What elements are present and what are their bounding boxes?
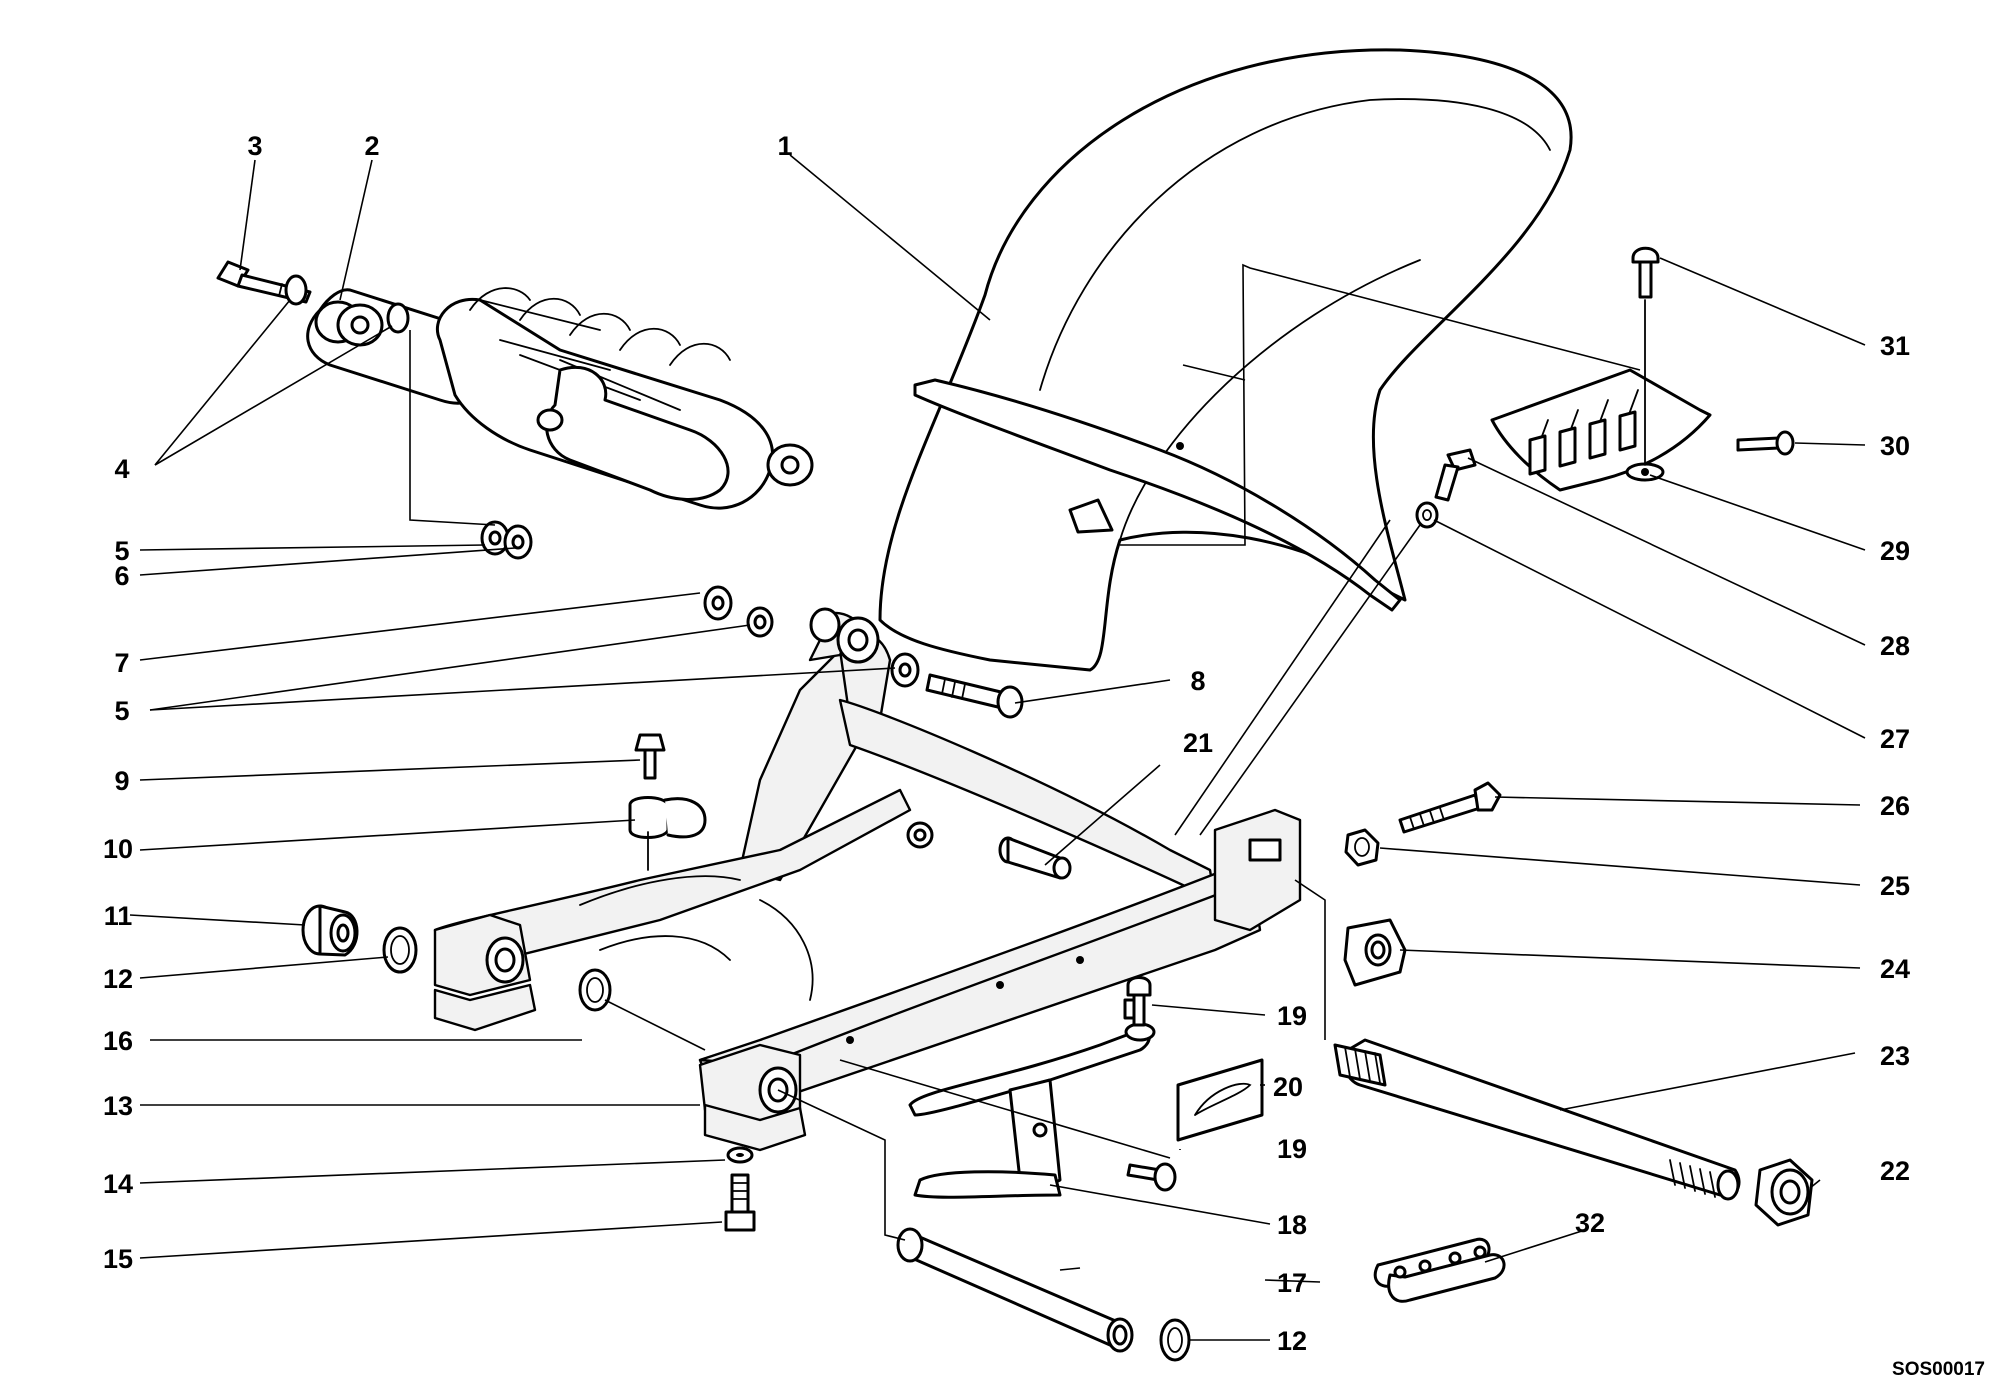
fender-mount-pin xyxy=(998,836,1072,880)
callout-16: 16 xyxy=(103,1026,133,1056)
leader-lines xyxy=(129,154,1866,1341)
circlip-12b-inner xyxy=(1167,1327,1183,1353)
callout-4: 4 xyxy=(114,454,129,484)
callout-13: 13 xyxy=(103,1091,133,1121)
pivot-bushing xyxy=(301,904,359,957)
callout-15: 15 xyxy=(103,1244,133,1274)
callout-24: 24 xyxy=(1880,954,1910,984)
warning-label-plate xyxy=(1176,1058,1264,1142)
clamp-bolt xyxy=(724,1173,756,1232)
chain-master-link xyxy=(1373,1237,1506,1303)
callout-11: 11 xyxy=(104,901,133,931)
drawing-code: SOS00017 xyxy=(1892,1359,1985,1380)
upper-bushings xyxy=(480,520,533,560)
washer-4b xyxy=(386,302,410,334)
callout-6: 6 xyxy=(114,561,129,591)
callout-12-left: 12 xyxy=(103,964,133,994)
circlip-12b xyxy=(1159,1318,1191,1362)
swingarm xyxy=(433,607,1302,1152)
slider-screw-lower xyxy=(1126,1162,1177,1192)
circlip-12a xyxy=(382,926,418,974)
callout-5-upper: 5 xyxy=(114,536,129,566)
callout-26: 26 xyxy=(1880,791,1910,821)
callout-14: 14 xyxy=(103,1169,133,1199)
washer-16-inner xyxy=(586,977,604,1003)
callout-3: 3 xyxy=(247,131,262,161)
lower-bushings xyxy=(703,585,920,688)
screw-31 xyxy=(1631,246,1660,466)
adjuster-nut xyxy=(1344,828,1380,867)
rear-fender xyxy=(878,48,1573,672)
callout-1: 1 xyxy=(777,131,792,161)
rear-wheel-axle xyxy=(1333,1038,1741,1201)
callout-27: 27 xyxy=(1880,724,1910,754)
callout-5-lower: 5 xyxy=(114,696,129,726)
pivot-spacer-tube xyxy=(896,1227,1134,1353)
screw-28 xyxy=(1434,448,1477,502)
callout-19-upper: 19 xyxy=(1277,1001,1307,1031)
callout-23: 23 xyxy=(1880,1041,1910,1071)
washer-27 xyxy=(1415,501,1439,529)
shock-lower-bolt xyxy=(925,673,1024,719)
rear-shock-absorber xyxy=(306,287,814,510)
callout-2: 2 xyxy=(364,131,379,161)
chain-slider xyxy=(908,1028,1151,1199)
screw-30 xyxy=(1736,430,1795,456)
callout-31: 31 xyxy=(1880,331,1910,361)
chain-adjuster-plate xyxy=(1343,918,1407,987)
callout-10: 10 xyxy=(103,834,133,864)
washer-4a xyxy=(284,274,308,306)
callout-29: 29 xyxy=(1880,536,1910,566)
callout-12-right: 12 xyxy=(1277,1326,1307,1356)
callout-20: 20 xyxy=(1273,1072,1303,1102)
slider-screw-upper xyxy=(1123,976,1156,1042)
callout-22: 22 xyxy=(1880,1156,1910,1186)
callout-19-lower: 19 xyxy=(1277,1134,1307,1164)
washer-27-inner xyxy=(1422,509,1432,521)
axle-nut xyxy=(1754,1158,1814,1227)
callout-21: 21 xyxy=(1183,728,1213,758)
callout-18: 18 xyxy=(1277,1210,1307,1240)
callout-labels: 1 2 3 4 5 6 7 5 8 9 10 11 12 16 13 14 15… xyxy=(103,131,1985,1380)
clamp-washer xyxy=(726,1146,754,1164)
callout-30: 30 xyxy=(1880,431,1910,461)
callout-28: 28 xyxy=(1880,631,1910,661)
callout-17: 17 xyxy=(1277,1268,1307,1298)
chain-guard xyxy=(1490,368,1712,492)
callout-32: 32 xyxy=(1575,1208,1605,1238)
cable-clip xyxy=(628,733,707,871)
adjuster-bolt xyxy=(1398,781,1502,834)
callout-25: 25 xyxy=(1880,871,1910,901)
callout-8: 8 xyxy=(1190,666,1205,696)
circlip-12a-inner xyxy=(390,935,410,965)
callout-9: 9 xyxy=(114,766,129,796)
washer-16 xyxy=(578,968,612,1012)
callout-7: 7 xyxy=(114,648,129,678)
